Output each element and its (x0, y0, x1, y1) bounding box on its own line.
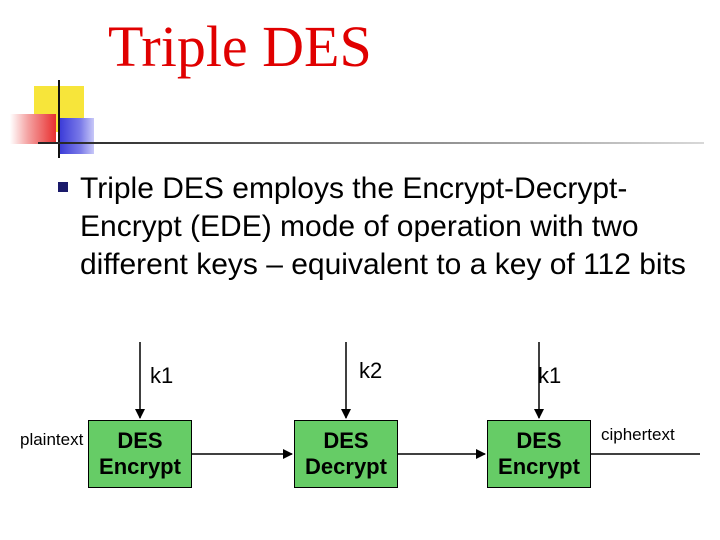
box-line2: Decrypt (305, 454, 387, 480)
box-line1: DES (117, 428, 162, 454)
des-decrypt-box: DES Decrypt (294, 420, 398, 488)
plaintext-label: plaintext (20, 430, 83, 450)
box-line1: DES (516, 428, 561, 454)
box-line2: Encrypt (99, 454, 181, 480)
des-encrypt-box-first: DES Encrypt (88, 420, 192, 488)
ciphertext-label: ciphertext (601, 425, 675, 445)
key-label-k1-first: k1 (150, 363, 173, 389)
box-line1: DES (323, 428, 368, 454)
box-line2: Encrypt (498, 454, 580, 480)
key-label-k1-second: k1 (538, 363, 561, 389)
key-label-k2: k2 (359, 358, 382, 384)
des-encrypt-box-second: DES Encrypt (487, 420, 591, 488)
